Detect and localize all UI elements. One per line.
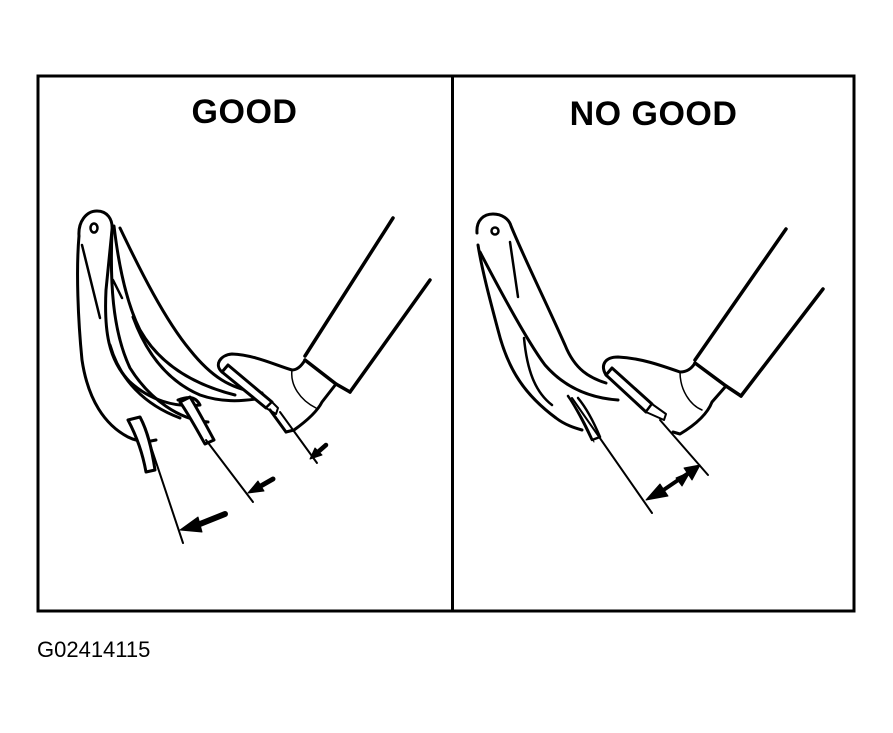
- arrow-small-icon: [309, 442, 329, 460]
- pedal-pad: [566, 366, 667, 443]
- arrow-large-icon: [179, 511, 228, 533]
- leg-shin: [693, 227, 825, 398]
- panel-title-no-good: NO GOOD: [569, 95, 738, 133]
- arrow-medium-icon: [247, 476, 276, 494]
- pedal-arm: [475, 212, 620, 432]
- leg-shin: [303, 216, 432, 394]
- travel-arrows: [179, 442, 329, 533]
- travel-reference-lines: [147, 411, 318, 544]
- good-panel-illustration: [76, 209, 432, 544]
- figure-id-label: G02414115: [37, 637, 151, 662]
- foot-shoe: [216, 352, 338, 434]
- double-arrow-icon: [645, 464, 701, 501]
- nogood-panel-illustration: [475, 212, 825, 514]
- pedal-arm-depressed: [118, 226, 264, 403]
- foot-shoe: [602, 355, 728, 436]
- pedal-arm-middle: [108, 224, 237, 424]
- gap-reference-lines: [571, 397, 709, 514]
- figure-frame: [36, 74, 856, 613]
- panel-title-good: GOOD: [191, 93, 298, 131]
- pedal-pads: [126, 363, 279, 474]
